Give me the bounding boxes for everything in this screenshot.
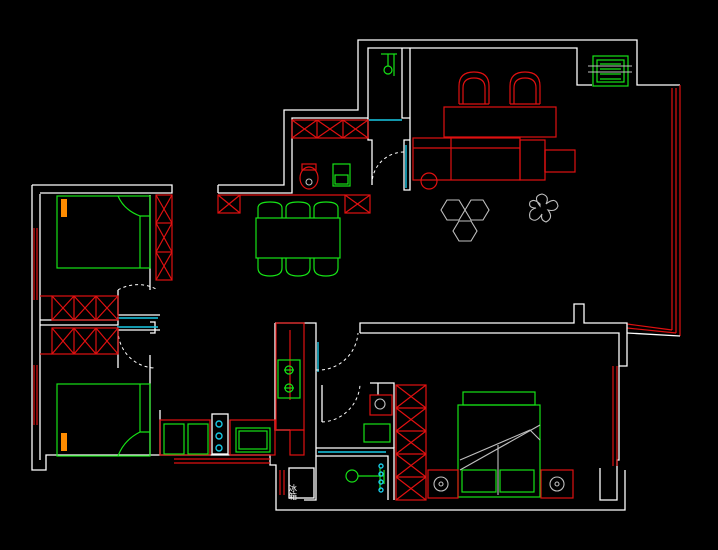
wall-dining-top <box>218 39 680 186</box>
wall-dining-top-inner <box>218 47 592 194</box>
kitchen-counter <box>159 322 305 456</box>
pillow-mark-2 <box>61 433 67 451</box>
bathrooms <box>299 53 397 493</box>
cyan-fixture-dots <box>378 463 384 493</box>
fridge-icon: 冰箱 <box>288 467 315 501</box>
bedroom-shared-wardrobe <box>40 295 119 355</box>
toilet-icon-top <box>299 163 319 190</box>
dining-counter <box>217 194 371 214</box>
toilet-icon-bottom <box>363 423 391 443</box>
living-room <box>412 55 632 242</box>
bedroom-1 <box>56 195 151 269</box>
master-bedroom <box>427 391 574 499</box>
kitchen: 冰箱 <box>163 359 315 501</box>
dining-chairs-bottom <box>257 258 339 277</box>
wardrobes <box>40 119 427 501</box>
coffee-table <box>443 106 557 138</box>
gas-dots <box>215 420 223 452</box>
stove-icon <box>277 359 301 399</box>
armchair-right-icon <box>509 71 541 105</box>
bedroom1-wardrobe <box>155 194 173 281</box>
pillow-mark-1 <box>61 199 67 217</box>
wall-living-south <box>359 303 628 367</box>
outer-wall-north <box>31 185 626 511</box>
outer-wall-top-left <box>32 184 173 194</box>
hexagon-rug-icon <box>440 199 490 242</box>
fridge-label: 冰箱 <box>289 483 298 501</box>
bed-icon-2 <box>56 383 151 457</box>
dining-chairs-top <box>257 201 339 218</box>
washing-machine-icon <box>588 55 632 87</box>
washer-cabinets <box>163 423 209 455</box>
windows <box>33 119 407 495</box>
nightstands <box>427 469 574 499</box>
shower-head-icon <box>381 53 397 76</box>
bed-icon-1 <box>56 195 151 269</box>
shower-head-icon-bottom <box>345 468 385 490</box>
washbasin-icon-bottom <box>369 394 393 416</box>
plant-icon <box>529 193 559 223</box>
walls <box>31 39 681 511</box>
kitchen-upper-cabinet <box>291 119 369 139</box>
dining-area <box>255 201 341 277</box>
bedroom-2 <box>56 383 151 457</box>
double-bed-icon <box>457 391 541 498</box>
tv-cabinet <box>412 137 576 190</box>
sink-icon <box>235 427 271 453</box>
washbasin-icon-top <box>332 163 351 187</box>
armchair-left-icon <box>458 71 490 105</box>
dining-table <box>255 217 341 259</box>
master-wardrobe <box>395 384 427 501</box>
